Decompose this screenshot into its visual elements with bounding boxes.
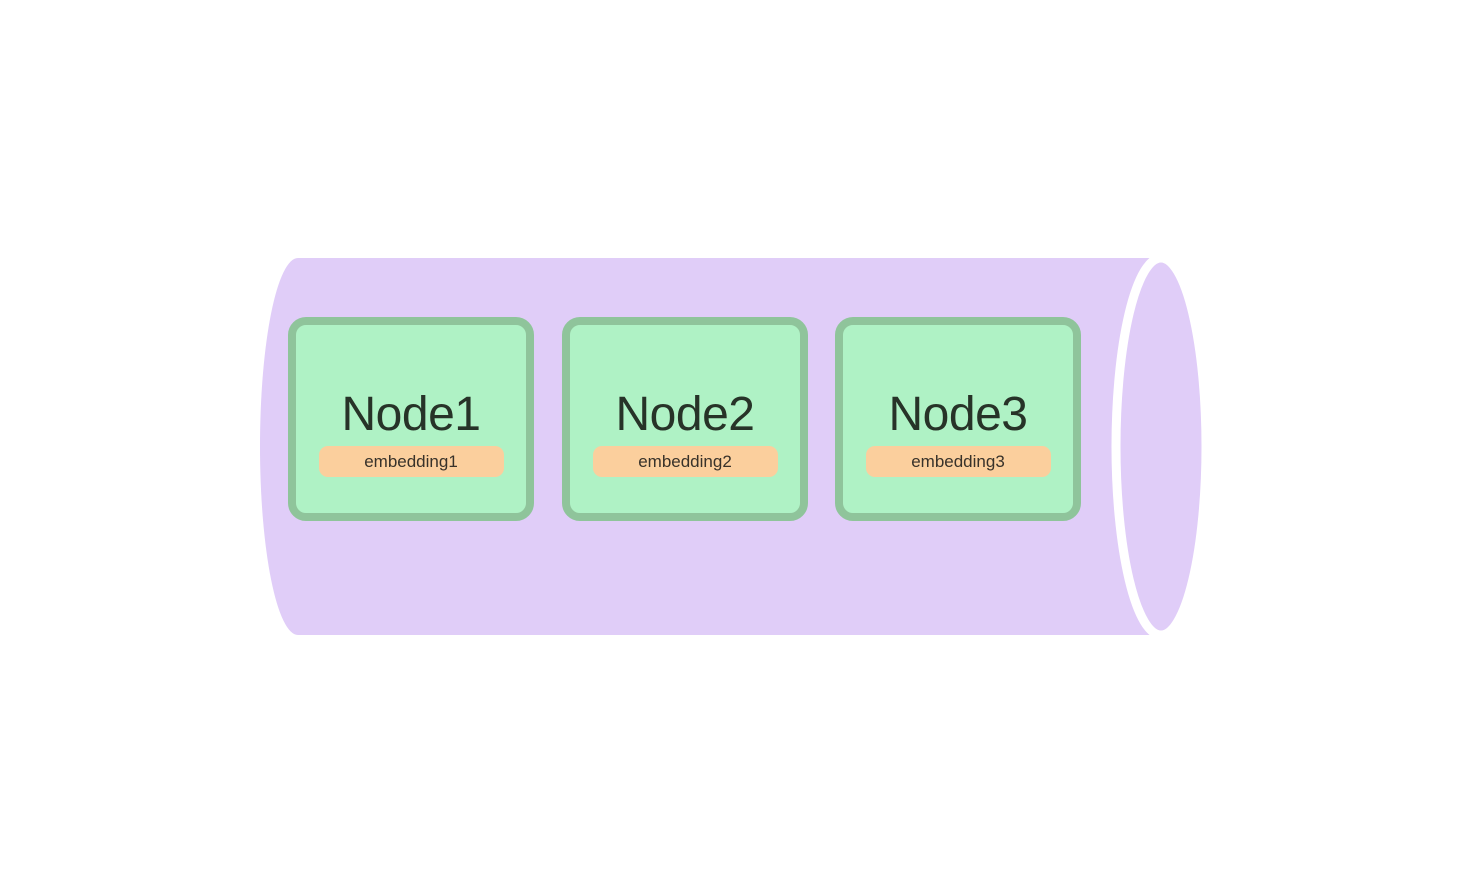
cylinder-end-cap (1111, 253, 1211, 640)
embedding-badge: embedding1 (318, 446, 504, 478)
embedding-badge: embedding2 (592, 446, 778, 478)
node-label: Node3 (888, 387, 1028, 441)
node-label: Node1 (341, 387, 481, 441)
node-card-1: Node1 embedding1 (288, 317, 534, 521)
embedding-badge: embedding3 (865, 446, 1051, 478)
node-label: Node2 (615, 387, 755, 441)
node-card-3: Node3 embedding3 (835, 317, 1081, 521)
node-card-2: Node2 embedding2 (562, 317, 808, 521)
